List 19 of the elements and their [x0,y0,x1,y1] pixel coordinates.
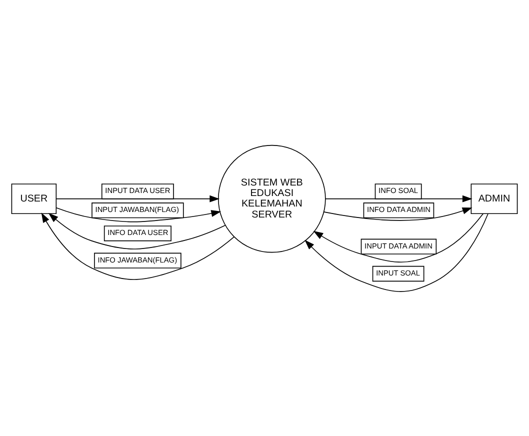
node-box: USER [11,183,57,214]
edge-label: INPUT SOAL [376,268,420,278]
node-circle: SISTEM WEB EDUKASI KELEMAHAN SERVER [218,144,326,252]
edge-label: INPUT DATA ADMIN [364,240,432,250]
arrow [48,212,226,249]
edge-label: INFO SOAL [378,186,418,195]
arrow [324,207,472,220]
edge-label: INFO DATA USER [108,228,168,237]
arrow [313,212,484,262]
edge-label: INPUT JAWABAN(FLAG) [95,204,179,214]
arrow [41,212,235,280]
arrow [56,194,220,202]
edge-label: INPUT DATA USER [105,186,170,195]
arrow [56,206,222,222]
arrow [325,194,472,202]
edge-label: INFO DATA ADMIN [367,204,431,214]
edge-label: INFO JAWABAN(FLAG) [98,254,178,264]
node-box: ADMIN [470,183,518,214]
arrow [304,212,488,292]
